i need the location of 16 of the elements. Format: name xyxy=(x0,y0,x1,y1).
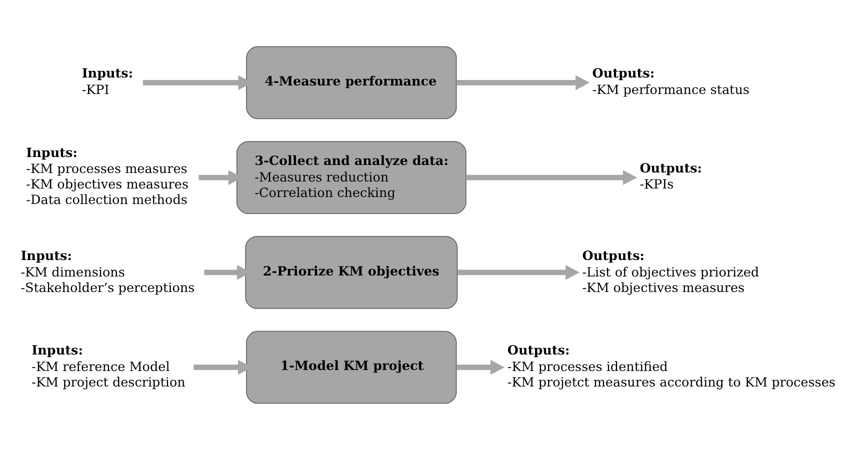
node-text: Inputs: -KPI xyxy=(82,66,134,98)
node-text: Outputs: -KPIs xyxy=(640,161,702,193)
node-text: Outputs: -List of objectives priorized -KM objectives measures xyxy=(582,248,760,296)
node-text: Outputs: -KM performance status xyxy=(592,66,750,98)
arrow xyxy=(457,265,580,280)
node-text: Inputs: -KM processes measures -KM objectives measures -Data collection methods xyxy=(26,146,189,208)
arrow xyxy=(456,75,590,90)
node-box: 1-Model KM project xyxy=(246,330,457,404)
arrow xyxy=(456,360,505,375)
node-text: Inputs: -KM dimensions -Stakeholder’s perceptions xyxy=(20,248,195,296)
node-text: Outputs: -KM processes identified -KM projetct measures according to KM processes xyxy=(507,344,836,391)
node-box: 2-Priorize KM objectives xyxy=(245,236,458,309)
node-text: Inputs: -KM reference Model -KM project description xyxy=(32,344,186,391)
node-box: 4-Measure performance xyxy=(246,46,457,120)
arrow xyxy=(466,170,638,185)
node-box: 3-Collect and analyze data: -Measures reduction -Correlation checking xyxy=(236,141,466,214)
